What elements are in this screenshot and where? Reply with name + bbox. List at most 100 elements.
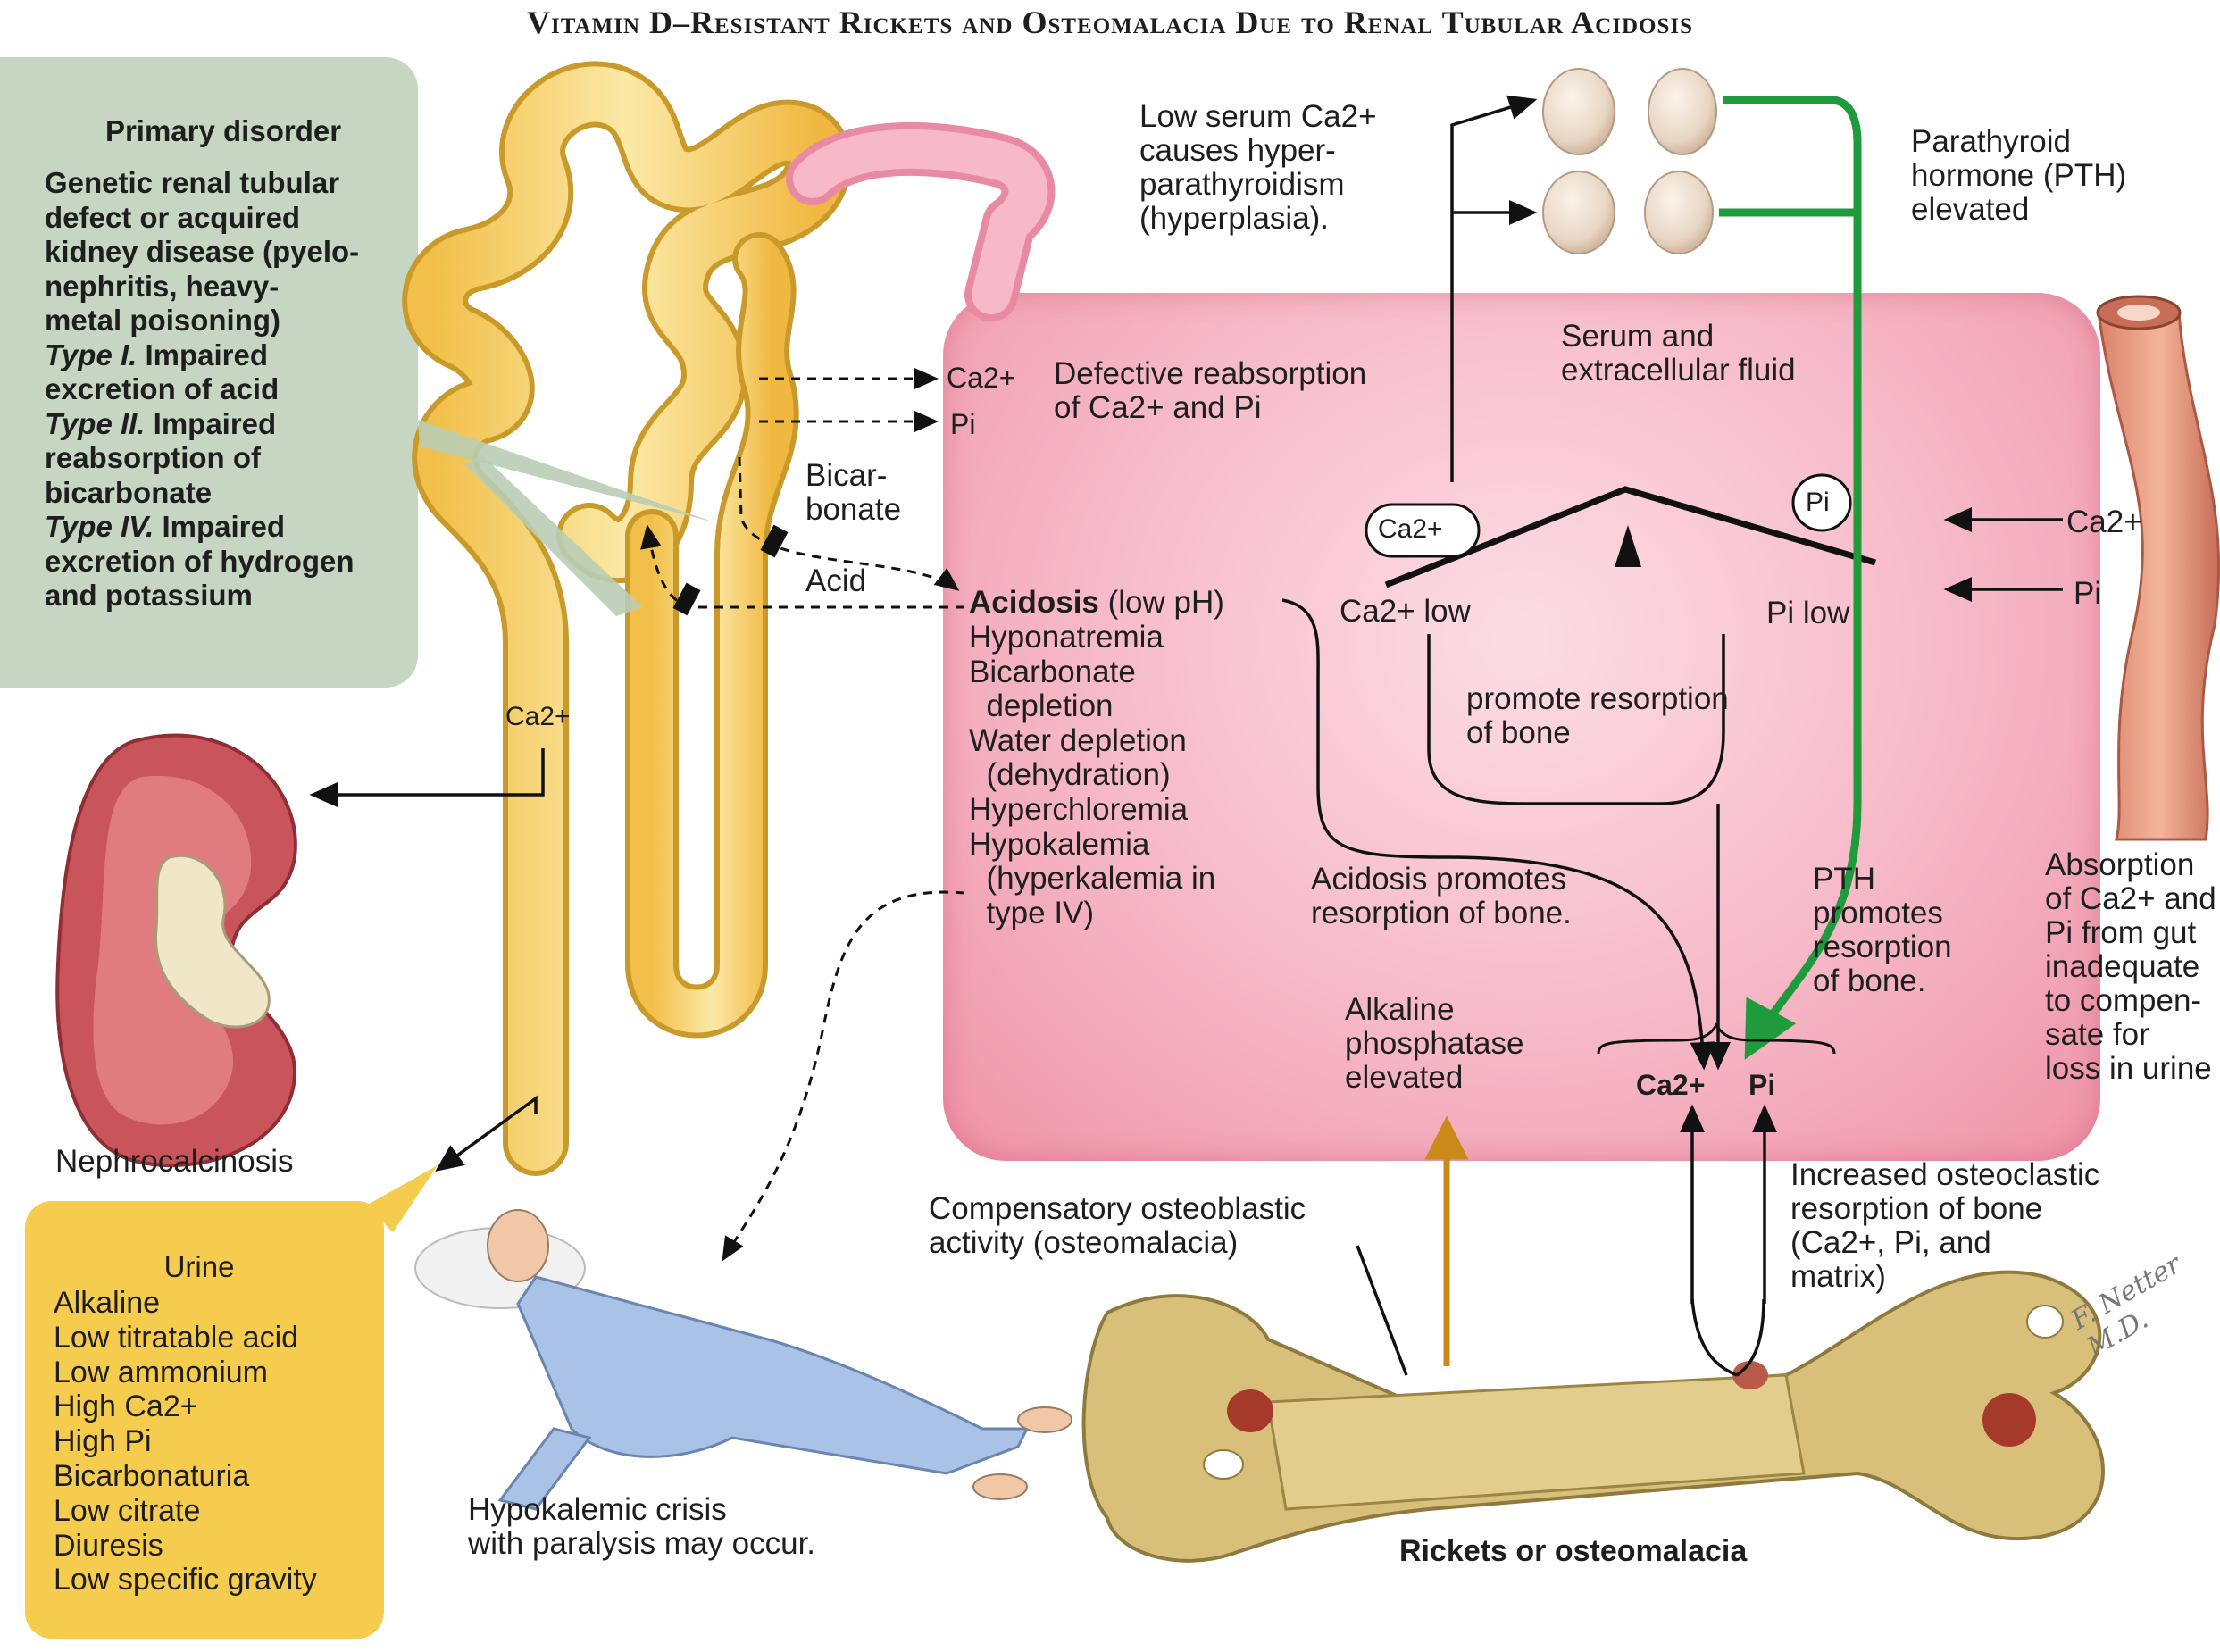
pth-elevated-line: hormone (PTH) <box>1911 158 2127 193</box>
arrow-urine-out <box>435 1095 538 1172</box>
pointer-osteoblastic <box>1356 1245 1408 1376</box>
ca-low-label: Ca2+ low <box>1340 594 1471 629</box>
rickets-label: Rickets or osteomalacia <box>1399 1534 1748 1568</box>
primary-disorder-line: and potassium <box>45 579 253 612</box>
pi-bold-label: Pi <box>1748 1069 1776 1101</box>
urine-item-line: Low citrate <box>54 1493 201 1528</box>
promote-line: promote resorption <box>1466 681 1729 716</box>
primary-disorder-box <box>0 57 418 688</box>
pth-promotes-line: PTH <box>1813 862 1875 897</box>
ca-excreted-label: Ca2+ <box>947 362 1016 394</box>
bicarbonate-line: Bicar- <box>805 458 888 493</box>
primary-disorder-line: reabsorption of <box>45 441 262 474</box>
acidosis-finding-line: Water depletion <box>969 722 1187 758</box>
arrow-low-levels-merge <box>1427 634 1725 805</box>
kidney-illustration <box>55 733 297 1168</box>
pi-pill-label: Pi <box>1806 488 1830 517</box>
acidosis-finding-line: Hypokalemia <box>969 826 1150 862</box>
increased-line: resorption of bone <box>1790 1191 2043 1226</box>
absorption-line: to compen- <box>2045 983 2202 1018</box>
block-bicarbonate <box>760 524 789 558</box>
urine-heading: Urine <box>163 1250 235 1283</box>
absorption-line: Pi from gut <box>2045 915 2197 950</box>
acidosis-finding-line: Hyperchloremia <box>969 791 1189 827</box>
primary-disorder-line: Type I. Impaired <box>45 338 269 371</box>
primary-disorder-line: excretion of acid <box>45 372 280 405</box>
pth-elevated-line: elevated <box>1911 192 2030 227</box>
serum-line: Serum and <box>1561 319 1715 354</box>
absorption-line: inadequate <box>2045 949 2200 984</box>
primary-disorder-line: excretion of hydrogen <box>45 544 355 578</box>
primary-disorder-line: nephritis, heavy- <box>45 269 280 303</box>
serum-line: extracellular fluid <box>1561 353 1796 388</box>
urine-item-line: Low ammonium <box>54 1355 268 1389</box>
bicarbonate-line: bonate <box>805 492 902 527</box>
primary-disorder-line: Type II. Impaired <box>45 406 277 440</box>
arrow-hypokalemic <box>722 890 965 1262</box>
nephrocalcinosis-label: Nephrocalcinosis <box>55 1144 294 1179</box>
balance-seesaw <box>1365 473 1876 588</box>
pth-elevated-line: Parathyroid <box>1911 124 2071 159</box>
disorder-pointer <box>418 420 714 616</box>
kidney-ca-label: Ca2+ <box>505 702 571 731</box>
increased-line: matrix) <box>1790 1259 1886 1294</box>
arrow-acid <box>640 524 964 609</box>
primary-disorder-line: metal poisoning) <box>45 304 280 337</box>
pi-excreted-label: Pi <box>950 408 976 440</box>
acidosis-heading: Acidosis (low pH) <box>969 586 1224 620</box>
bicarbonate-label: Bicar-bonate <box>805 459 901 527</box>
parathyroid-glands <box>1542 68 1717 254</box>
primary-disorder-line: Type IV. Impaired <box>45 510 286 543</box>
urine-item-line: Low titratable acid <box>54 1320 299 1355</box>
absorption-line: sate for <box>2045 1017 2149 1052</box>
acidosis-finding-line: depletion <box>969 688 1114 724</box>
compensatory-line: activity (osteomalacia) <box>929 1225 1239 1260</box>
hypokalemic-line: with paralysis may occur. <box>468 1526 816 1561</box>
urine-item-line: High Pi <box>54 1424 152 1459</box>
low-serum-line: causes hyper- <box>1139 133 1336 168</box>
ca-bold-label: Ca2+ <box>1636 1069 1706 1101</box>
alk-phos-line: Alkaline <box>1345 992 1455 1027</box>
urine-item-line: High Ca2+ <box>54 1389 198 1424</box>
nephron-illustration <box>402 61 1056 1176</box>
page-title: Vitamin D–Resistant Rickets and Osteomal… <box>527 4 1693 40</box>
absorption-line: of Ca2+ and <box>2045 881 2216 916</box>
increased-line: Increased osteoclastic <box>1790 1157 2100 1192</box>
low-serum-line: (hyperplasia). <box>1139 201 1330 236</box>
primary-disorder-line: defect or acquired <box>45 200 301 234</box>
pi-low-label: Pi low <box>1766 596 1850 630</box>
ca-pi-brace <box>1597 1022 1836 1055</box>
urine-item-line: Low specific gravity <box>54 1563 317 1598</box>
urine-box-pointer <box>366 1165 438 1232</box>
bone-illustration <box>1081 1270 2105 1563</box>
block-acid <box>672 582 701 616</box>
arrow-pth <box>1723 96 1862 1060</box>
arrow-kidney-nephrocalcinosis <box>309 748 545 807</box>
gut-pi-label: Pi <box>2074 576 2102 611</box>
ca-pill-label: Ca2+ <box>1378 514 1443 544</box>
alk-phos-line: elevated <box>1345 1060 1464 1095</box>
urine-item-line: Diuresis <box>54 1528 163 1563</box>
acidosis-promotes-line: Acidosis promotes <box>1311 862 1566 897</box>
acidosis-finding-line: Hyponatremia <box>969 620 1164 655</box>
pth-promotes-line: resorption <box>1813 930 1952 964</box>
acidosis-rest: (low pH) <box>1098 585 1224 620</box>
acidosis-finding-line: (dehydration) <box>969 757 1171 793</box>
acidosis-promotes-line: resorption of bone. <box>1311 896 1572 930</box>
defective-line: Defective reabsorption <box>1054 356 1367 391</box>
primary-disorder-heading: Primary disorder <box>104 114 342 147</box>
pth-promotes-line: of bone. <box>1813 964 1926 998</box>
urine-item-line: Alkaline <box>54 1286 161 1320</box>
low-serum-ca-label: Low serum Ca2+causes hyper-parathyroidis… <box>1139 100 1377 236</box>
